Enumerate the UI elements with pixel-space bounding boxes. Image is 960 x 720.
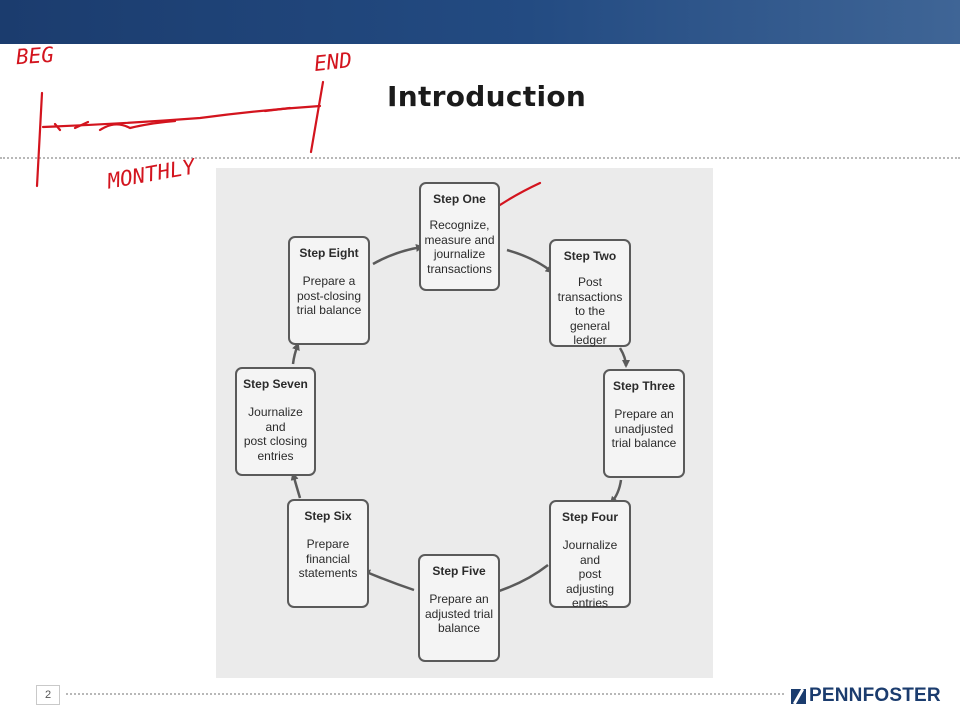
slide-title: Introduction [387, 80, 587, 113]
step-description: Prepare an adjusted trial balance [424, 592, 494, 635]
arrow-step5-to-step6 [362, 569, 415, 592]
arrow-step6-to-step7 [290, 472, 302, 499]
step-title: Step Two [563, 249, 617, 263]
handwritten-beg-label: BEG [15, 42, 55, 70]
step-title: Step Six [304, 509, 352, 523]
arrow-step1-to-step2 [506, 248, 554, 274]
step-seven-box: Step Seven Journalize and post closing e… [235, 367, 316, 476]
step-title: Step Eight [299, 246, 359, 260]
step-title: Step One [433, 192, 486, 206]
step-description: Post transactions to the general ledger [557, 275, 623, 347]
step-description: Prepare an unadjusted trial balance [611, 407, 677, 450]
step-title: Step Seven [243, 377, 308, 391]
step-description: Recognize, measure and journalize transa… [424, 218, 495, 276]
page-number: 2 [36, 685, 60, 705]
step-title: Step Five [432, 564, 486, 578]
step-four-box: Step Four Journalize and post adjusting … [549, 500, 631, 610]
footer-divider [66, 693, 784, 695]
title-divider [0, 157, 960, 159]
pennfoster-logo-icon [791, 688, 806, 704]
step-eight-box: Step Eight Prepare a post-closing trial … [288, 236, 370, 345]
arrow-step8-to-step1 [372, 243, 424, 266]
step-description: Journalize and post adjusting entries [562, 538, 618, 610]
pennfoster-logo: PENNFOSTER [791, 685, 941, 706]
arrow-step7-to-step8 [291, 342, 300, 365]
step-description: Prepare financial statements [298, 537, 358, 580]
step-one-box: Step One Recognize, measure and journali… [419, 182, 500, 291]
step-title: Step Three [612, 379, 675, 393]
step-six-box: Step Six Prepare financial statements [287, 499, 369, 608]
step-description: Prepare a post-closing trial balance [296, 274, 362, 317]
step-five-box: Step Five Prepare an adjusted trial bala… [418, 554, 500, 662]
arrow-step4-to-step5 [491, 564, 549, 596]
arrow-step2-to-step3 [618, 347, 630, 368]
step-title: Step Four [562, 510, 618, 524]
step-description: Journalize and post closing entries [243, 405, 308, 463]
step-three-box: Step Three Prepare an unadjusted trial b… [603, 369, 685, 478]
handwritten-end-label: END [312, 48, 354, 76]
logo-text: PENNFOSTER [809, 685, 941, 706]
header-bar [0, 0, 960, 44]
step-two-box: Step Two Post transactions to the genera… [549, 239, 631, 347]
